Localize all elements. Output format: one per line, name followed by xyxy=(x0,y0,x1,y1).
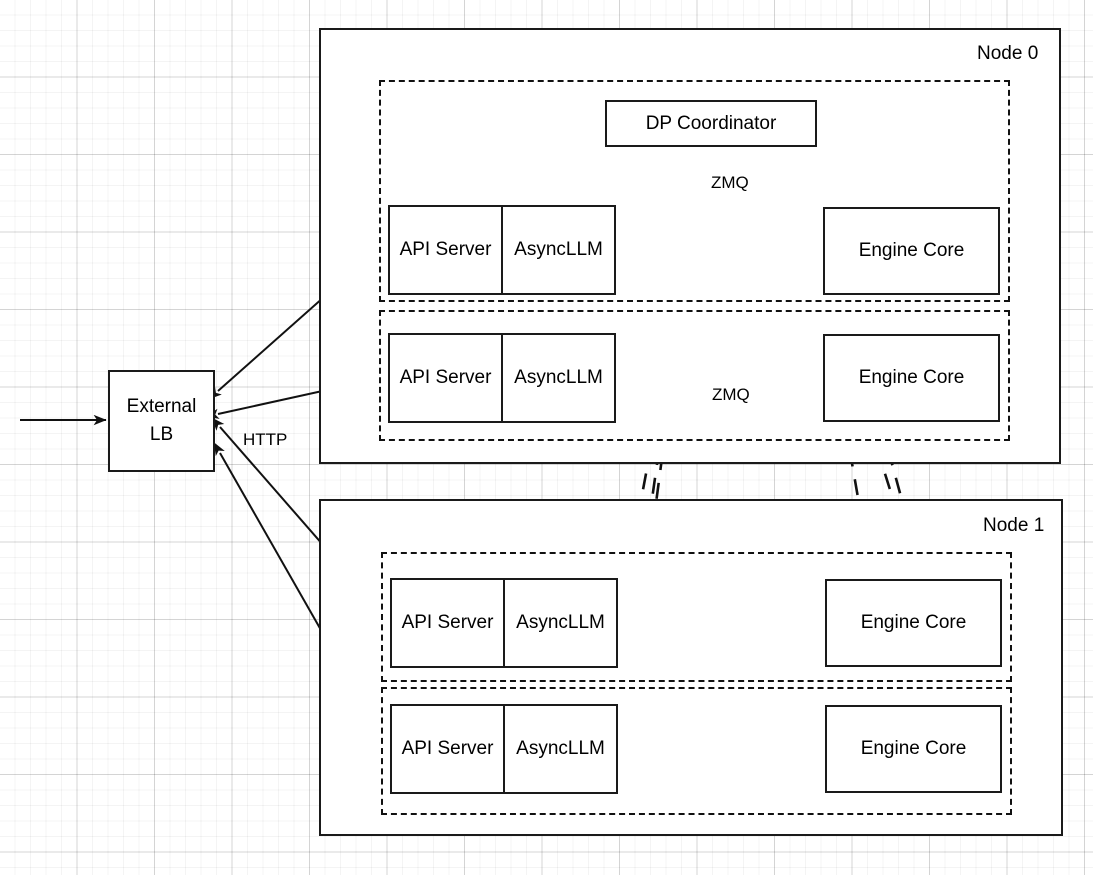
dp-coordinator-label: DP Coordinator xyxy=(645,112,777,134)
engine-core-label: Engine Core xyxy=(858,240,965,261)
external-lb-label-line2: LB xyxy=(149,424,174,445)
node-0-group-0 xyxy=(379,80,1010,302)
dp-coordinator-box[interactable]: DP Coordinator xyxy=(605,100,817,147)
http-label: HTTP xyxy=(243,430,288,449)
node-1-label: Node 1 xyxy=(983,515,1045,536)
node-1-group-0 xyxy=(381,552,1012,682)
engine-core-label: Engine Core xyxy=(858,367,965,388)
node-0-group-1-engine-core-box[interactable]: Engine Core xyxy=(823,334,1000,422)
node-1-group-1 xyxy=(381,687,1012,815)
async-llm-label: AsyncLLM xyxy=(514,367,603,388)
node-1-group-0-api-server-box[interactable]: API Server AsyncLLM xyxy=(390,578,618,668)
async-llm-label: AsyncLLM xyxy=(514,239,603,260)
node-0-group-1 xyxy=(379,310,1010,441)
api-server-label: API Server xyxy=(390,207,503,293)
node-0-group-0-api-server-box[interactable]: API Server AsyncLLM xyxy=(388,205,616,295)
zmq-label-coordinator: ZMQ xyxy=(711,173,749,192)
node-1-group-1-engine-core-box[interactable]: Engine Core xyxy=(825,705,1002,793)
async-llm-label: AsyncLLM xyxy=(516,612,605,633)
node-0-group-0-engine-core-box[interactable]: Engine Core xyxy=(823,207,1000,295)
api-server-label: API Server xyxy=(390,335,503,421)
api-server-label: API Server xyxy=(392,580,505,666)
external-lb-label-line1: External xyxy=(126,396,197,418)
async-llm-label: AsyncLLM xyxy=(516,738,605,759)
engine-core-label: Engine Core xyxy=(860,612,967,633)
zmq-label-node0-group1: ZMQ xyxy=(712,385,750,404)
node-1-group-0-engine-core-box[interactable]: Engine Core xyxy=(825,579,1002,667)
engine-core-label: Engine Core xyxy=(860,738,967,759)
external-lb-box[interactable]: External LB xyxy=(108,370,215,472)
node-1-group-1-api-server-box[interactable]: API Server AsyncLLM xyxy=(390,704,618,794)
node-0-label: Node 0 xyxy=(977,43,1039,64)
api-server-label: API Server xyxy=(392,706,505,792)
node-0-group-1-api-server-box[interactable]: API Server AsyncLLM xyxy=(388,333,616,423)
